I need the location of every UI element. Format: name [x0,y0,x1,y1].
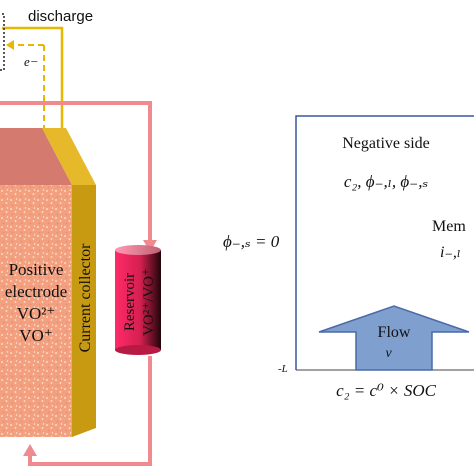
electrode-label-line2: electrode [5,282,67,301]
flow-arrow-icon [318,305,470,371]
boundary-condition-label: ϕ₋,ₛ = 0 [223,232,280,251]
external-circuit: discharge e− [0,8,93,138]
negative-side-label: Negative side [342,135,430,152]
current-label: i₋,ₗ [440,244,461,261]
reservoir: Reservoir VO²⁺/VO⁺ [115,245,161,355]
velocity-label: v⃗ [385,346,402,361]
membrane-label: Mem [432,218,466,235]
reservoir-label-line1: Reservoir [122,273,138,331]
model-domain: Negative side c₂, ϕ₋,ₗ, ϕ₋,ₛ ϕ₋,ₛ = 0 Me… [223,115,474,400]
flow-arrow-up-icon [23,444,37,456]
reservoir-bottom [115,345,161,355]
domain-border [295,115,474,370]
electrode-label-line4: VO⁺ [19,326,53,345]
flow-pipe-bottom [28,356,152,466]
current-collector: Current collector [42,128,96,437]
electron-label: e− [24,54,39,69]
inlet-condition-label: c₂ = c⁰ × SOC [336,381,437,400]
electrode-front-face [0,185,72,437]
collector-top-face [42,128,96,185]
flow-pipe-top [0,101,152,246]
electrode-label-line3: VO²⁺ [17,304,56,323]
load-box-edge [0,13,5,71]
reservoir-top [115,245,161,255]
electron-dashed-path [12,44,45,128]
collector-label: Current collector [77,243,94,353]
reservoir-body [115,250,161,350]
flow-label: Flow [378,324,411,341]
electrode-top-face [0,128,72,185]
electrode-label-line1: Positive [9,260,64,279]
reservoir-label-line2: VO²⁺/VO⁺ [141,268,157,336]
positive-electrode: Positive electrode VO²⁺ VO⁺ [0,128,72,437]
collector-front-face [72,185,96,437]
electron-arrow-left-icon [6,40,14,50]
neg-L-label: -L [278,363,288,375]
discharge-label: discharge [28,8,93,25]
variables-label: c₂, ϕ₋,ₗ, ϕ₋,ₛ [344,172,429,191]
